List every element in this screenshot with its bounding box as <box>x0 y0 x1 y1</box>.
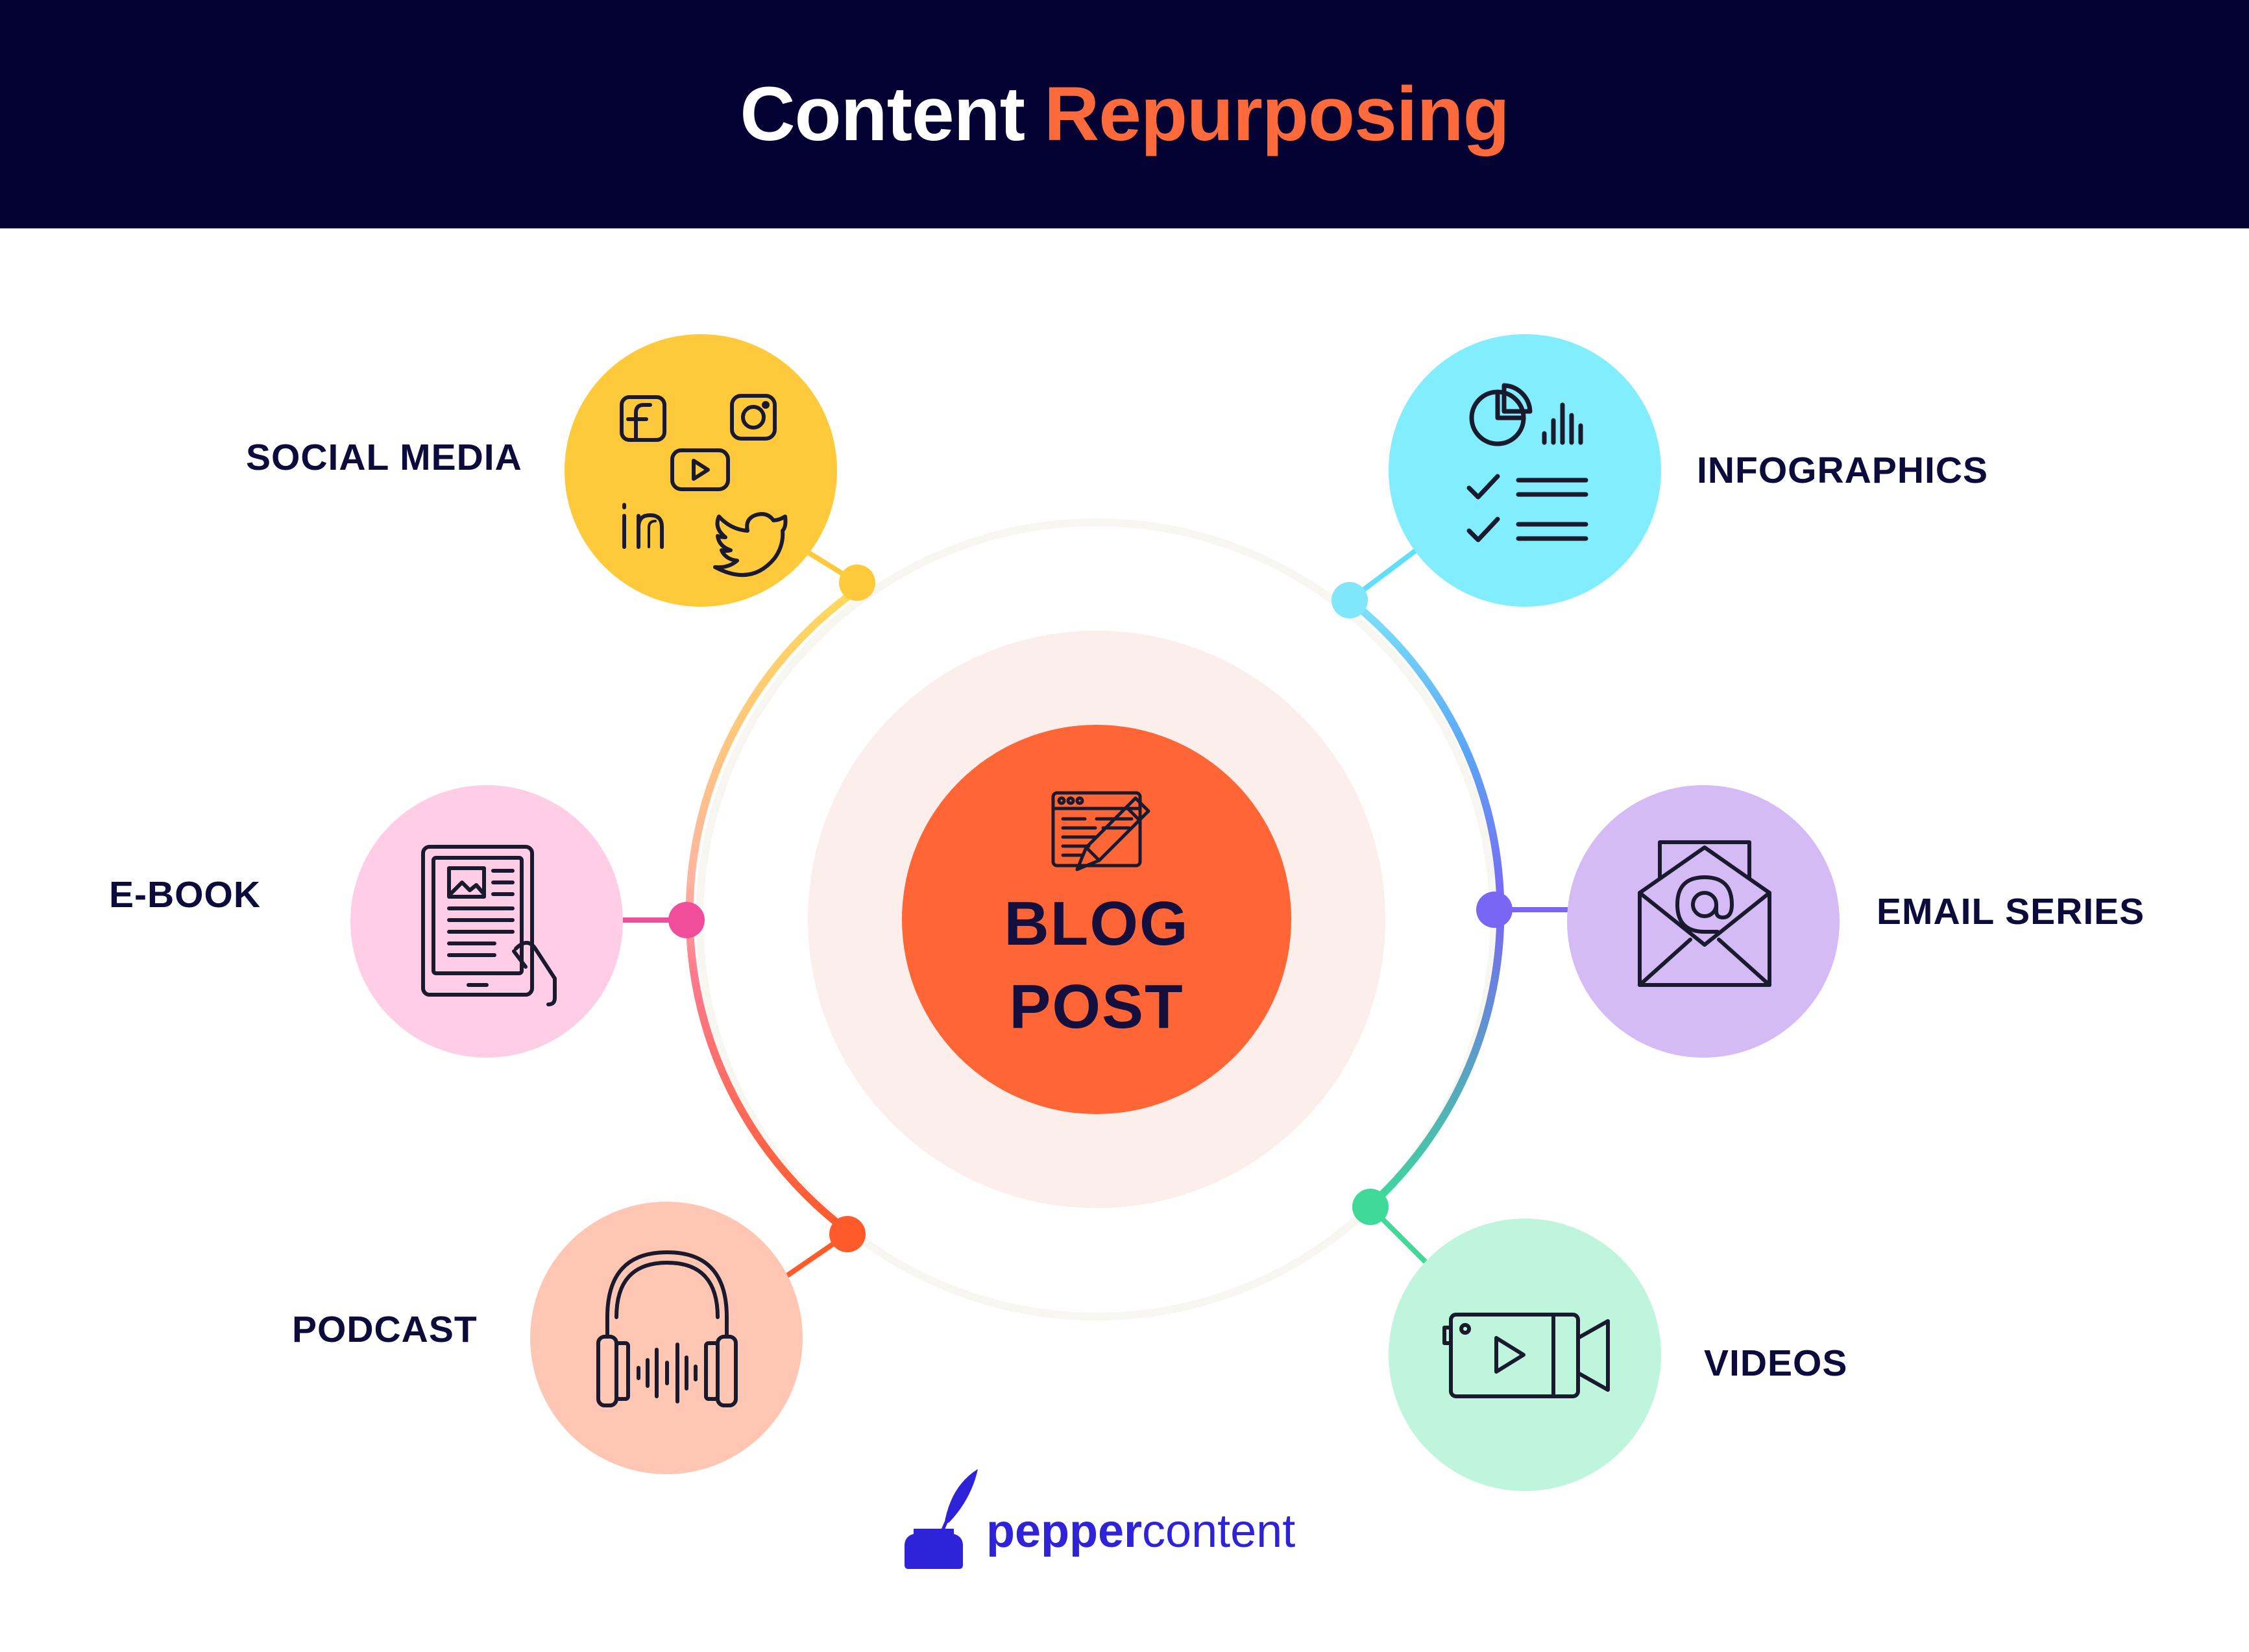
linkedin-icon <box>622 503 664 549</box>
dot-e-book <box>668 902 705 938</box>
header-bar <box>0 0 2249 228</box>
center-label-line2: POST <box>1009 972 1184 1041</box>
email-envelope-icon <box>1638 840 1771 987</box>
node-infographics <box>1389 334 1661 607</box>
node-podcast <box>530 1202 803 1474</box>
dot-email-series <box>1476 892 1513 928</box>
label-podcast: PODCAST <box>292 1309 478 1350</box>
headphones-icon <box>596 1250 738 1407</box>
dot-infographics <box>1331 582 1368 618</box>
node-email-series <box>1567 785 1840 1058</box>
chart-checklist-icon <box>1466 383 1588 542</box>
dot-videos <box>1352 1189 1389 1225</box>
social-icons-cluster <box>620 394 788 577</box>
pie-chart-icon <box>1469 383 1533 446</box>
brand-wordmark: peppercontent <box>986 1505 1295 1558</box>
brand-logo: peppercontent <box>973 1489 1295 1573</box>
title-part-repurposing: Repurposing <box>1044 71 1510 157</box>
checklist-icon <box>1466 474 1588 542</box>
bar-chart-icon <box>1542 402 1583 445</box>
center-circle <box>902 725 1291 1114</box>
brand-part-content: content <box>1142 1505 1296 1557</box>
dot-podcast <box>829 1216 866 1252</box>
label-videos: VIDEOS <box>1704 1342 1848 1384</box>
brand-part-pepper: pepper <box>986 1505 1143 1557</box>
blog-edit-icon <box>1051 791 1150 871</box>
video-camera-icon <box>1442 1313 1610 1398</box>
node-social-media <box>565 334 837 607</box>
page-title: Content Repurposing <box>0 0 2249 228</box>
facebook-icon <box>620 395 666 442</box>
ebook-tablet-icon <box>421 845 557 1006</box>
center-label: BLOG POST <box>921 882 1272 1049</box>
label-e-book: E-BOOK <box>109 874 261 916</box>
instagram-icon <box>730 394 777 441</box>
ink-quill-icon <box>905 1469 978 1569</box>
title-part-content: Content <box>740 71 1025 157</box>
center-label-line1: BLOG <box>1004 889 1189 958</box>
label-email-series: EMAIL SERIES <box>1877 891 2145 932</box>
dot-social-media <box>839 565 875 601</box>
label-social-media: SOCIAL MEDIA <box>246 437 522 478</box>
twitter-icon <box>713 512 788 577</box>
label-infographics: INFOGRAPHICS <box>1697 450 1989 491</box>
youtube-icon <box>670 448 730 491</box>
